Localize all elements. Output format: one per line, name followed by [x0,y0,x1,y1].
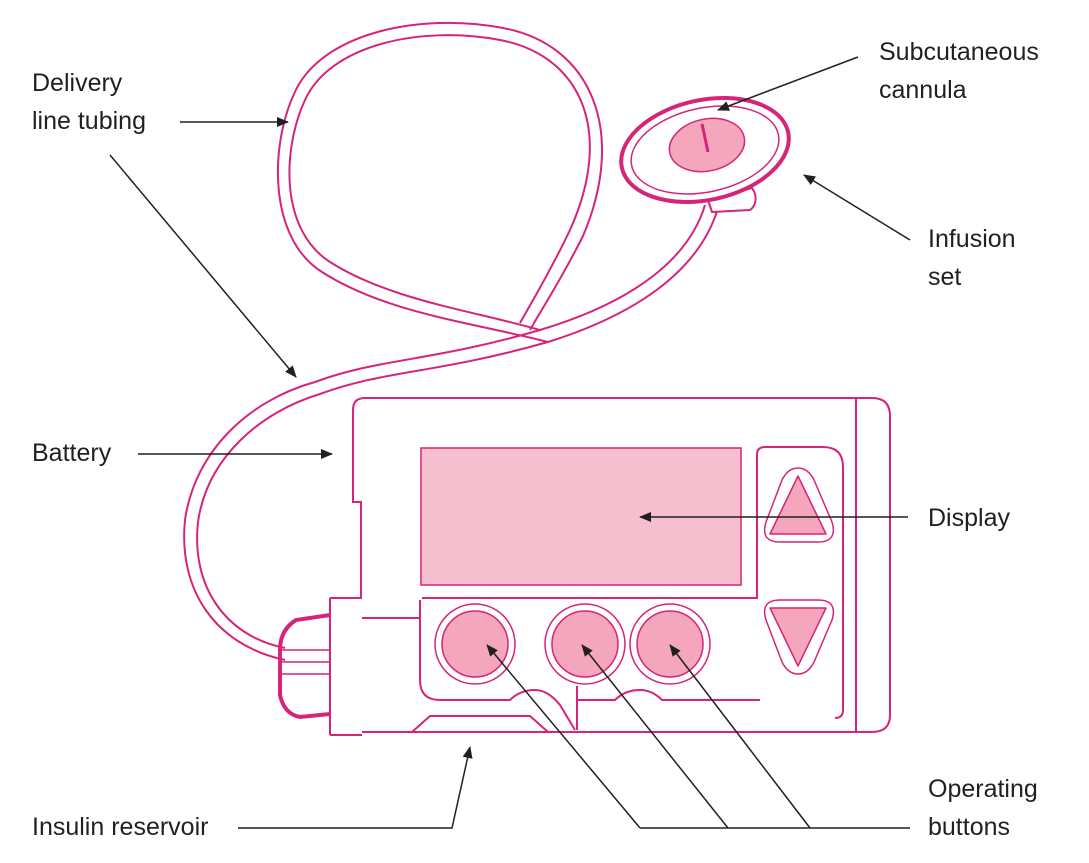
operating-buttons [434,603,711,685]
label-insulin-reservoir: Insulin reservoir [32,808,208,846]
label-infusion-set: Infusion set [928,220,1016,296]
label-display: Display [928,499,1010,537]
label-infusion-set-line2: set [928,263,962,291]
arrow-buttons [763,467,835,675]
label-operating-buttons-line2: buttons [928,813,1011,841]
label-infusion-set-line1: Infusion [928,225,1016,253]
pump-body [329,397,891,736]
label-operating-buttons-line1: Operating [928,775,1038,803]
infusion-set [619,95,791,214]
arrow-operating-button-2 [581,644,729,829]
subcutaneous-cannula [700,123,710,153]
arrow-subcutaneous-cannula [717,56,859,111]
label-delivery-tubing-line1: Delivery [32,69,123,97]
arrow-insulin-reservoir [238,746,473,829]
label-display-text: Display [928,504,1010,532]
label-subcutaneous-cannula-line1: Subcutaneous [879,38,1039,66]
arrow-operating-button-1 [486,644,641,829]
arrow-operating-button-3 [669,644,811,829]
delivery-line-tubing [183,21,719,661]
label-operating-buttons: Operating buttons [928,770,1038,846]
arrow-infusion-set [803,174,911,241]
label-insulin-reservoir-text: Insulin reservoir [32,813,209,841]
insulin-reservoir-connector [278,613,331,720]
label-battery-text: Battery [32,439,112,467]
label-subcutaneous-cannula-line2: cannula [879,76,967,104]
label-delivery-tubing: Delivery line tubing [32,64,146,140]
arrow-delivery-tubing-lower [109,154,297,378]
label-battery: Battery [32,434,111,472]
leader-lines [109,56,911,829]
label-subcutaneous-cannula: Subcutaneous cannula [879,33,1039,109]
label-delivery-tubing-line2: line tubing [32,107,146,135]
